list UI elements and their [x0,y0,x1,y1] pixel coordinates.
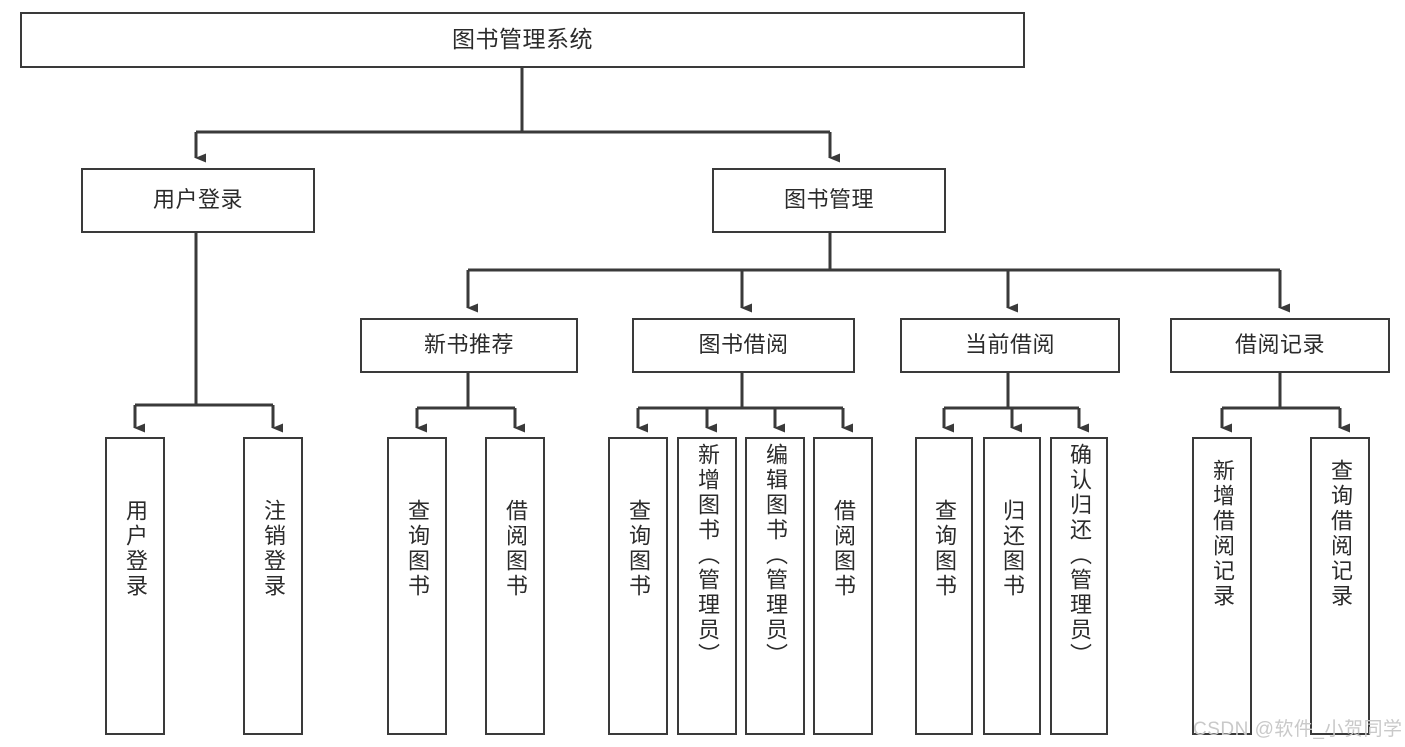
node-leaf-query-book-3[interactable]: 查询图书 [915,437,973,735]
node-leaf-confirm-return-label: 确认归还（管理员） [1067,443,1092,668]
node-leaf-confirm-return[interactable]: 确认归还（管理员） [1050,437,1108,735]
node-leaf-logout[interactable]: 注销登录 [243,437,303,735]
node-leaf-query-book-2[interactable]: 查询图书 [608,437,668,735]
node-leaf-add-book-label: 新增图书（管理员） [695,443,720,668]
node-leaf-borrow-book-1[interactable]: 借阅图书 [485,437,545,735]
node-root[interactable]: 图书管理系统 [20,12,1025,68]
node-leaf-logout-label: 注销登录 [261,499,286,599]
node-leaf-query-record-label: 查询借阅记录 [1328,459,1353,609]
node-new-book-recommend-label: 新书推荐 [423,332,514,358]
node-book-manage-label: 图书管理 [783,187,874,213]
node-root-label: 图书管理系统 [452,26,593,53]
node-new-book-recommend[interactable]: 新书推荐 [360,318,578,373]
node-leaf-borrow-book-2-label: 借阅图书 [831,499,856,599]
node-borrow-record[interactable]: 借阅记录 [1170,318,1390,373]
node-leaf-user-login-label: 用户登录 [123,499,148,599]
node-book-borrow[interactable]: 图书借阅 [632,318,855,373]
node-book-manage[interactable]: 图书管理 [712,168,946,233]
node-leaf-edit-book-label: 编辑图书（管理员） [763,443,788,668]
node-current-borrow-label: 当前借阅 [964,332,1055,358]
node-user-login-label: 用户登录 [152,187,243,213]
node-leaf-return-book-label: 归还图书 [1000,499,1025,599]
node-leaf-edit-book[interactable]: 编辑图书（管理员） [745,437,805,735]
node-leaf-borrow-book-1-label: 借阅图书 [503,499,528,599]
node-leaf-user-login[interactable]: 用户登录 [105,437,165,735]
node-user-login[interactable]: 用户登录 [81,168,315,233]
node-leaf-query-book-2-label: 查询图书 [626,499,651,599]
node-borrow-record-label: 借阅记录 [1234,332,1325,358]
node-book-borrow-label: 图书借阅 [698,332,789,358]
node-leaf-borrow-book-2[interactable]: 借阅图书 [813,437,873,735]
node-leaf-add-record-label: 新增借阅记录 [1210,459,1235,609]
node-leaf-query-record[interactable]: 查询借阅记录 [1310,437,1370,735]
node-current-borrow[interactable]: 当前借阅 [900,318,1120,373]
node-leaf-query-book-1-label: 查询图书 [405,499,430,599]
node-leaf-query-book-3-label: 查询图书 [932,499,957,599]
node-leaf-add-record[interactable]: 新增借阅记录 [1192,437,1252,735]
node-leaf-return-book[interactable]: 归还图书 [983,437,1041,735]
node-leaf-add-book[interactable]: 新增图书（管理员） [677,437,737,735]
node-leaf-query-book-1[interactable]: 查询图书 [387,437,447,735]
